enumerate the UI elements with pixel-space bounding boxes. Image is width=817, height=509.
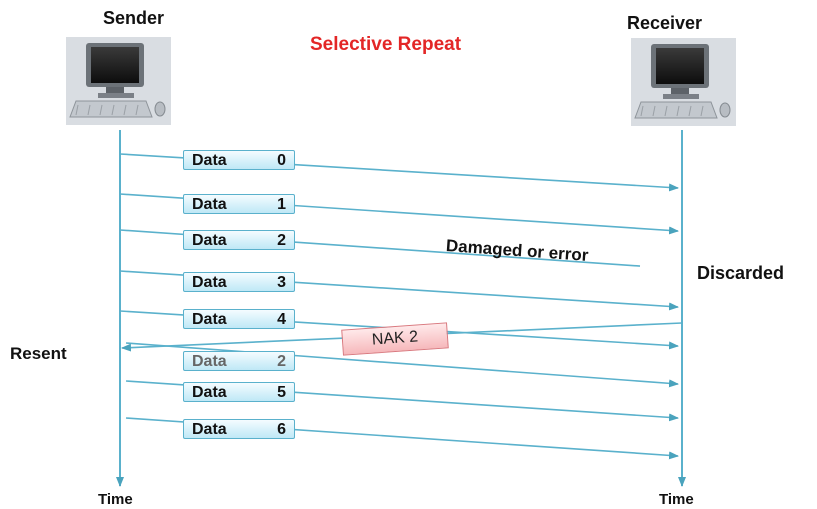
discarded-label: Discarded bbox=[697, 263, 785, 283]
monitor-stand bbox=[106, 87, 124, 95]
data-frame-1: Data 1 bbox=[183, 194, 295, 214]
frame-word: Data bbox=[192, 196, 227, 213]
data-frame-2-resent: Data 2 bbox=[183, 351, 295, 371]
keyboard-key-row bbox=[652, 105, 656, 117]
mouse bbox=[154, 101, 166, 117]
frame-word: Data bbox=[192, 232, 227, 249]
receiver-time-label: Time bbox=[659, 491, 694, 508]
data-frame-0: Data 0 bbox=[183, 150, 295, 170]
resent-label: Resent bbox=[10, 344, 67, 363]
frame-word: Data bbox=[192, 421, 227, 438]
frame-number: 6 bbox=[277, 421, 286, 438]
monitor-stand bbox=[671, 88, 689, 96]
diagram-title: Selective Repeat bbox=[310, 34, 462, 55]
sender-computer-icon bbox=[66, 37, 171, 125]
data-frame-6: Data 6 bbox=[183, 419, 295, 439]
frame-word: Data bbox=[192, 152, 227, 169]
monitor-base bbox=[663, 94, 699, 99]
keyboard-key-row bbox=[700, 105, 704, 117]
monitor-screen bbox=[656, 48, 704, 84]
frame-number: 2 bbox=[277, 353, 286, 370]
keyboard-key-row bbox=[75, 104, 79, 116]
keyboard-key-row bbox=[688, 105, 692, 117]
keyboard-key-row bbox=[135, 104, 139, 116]
data-frame-5: Data 5 bbox=[183, 382, 295, 402]
frame-word: Data bbox=[192, 274, 227, 291]
frame-number: 3 bbox=[277, 274, 286, 291]
monitor-screen bbox=[91, 47, 139, 83]
frame-number: 4 bbox=[277, 311, 286, 328]
frame-number: 0 bbox=[277, 152, 286, 169]
frame-number: 1 bbox=[277, 196, 286, 213]
data-frame-4: Data 4 bbox=[183, 309, 295, 329]
keyboard-key-row bbox=[123, 104, 127, 116]
frame-arrow-5 bbox=[125, 342, 679, 388]
monitor-base bbox=[98, 93, 134, 98]
data-frame-3: Data 3 bbox=[183, 272, 295, 292]
keyboard bbox=[69, 100, 153, 118]
keyboard-key-row bbox=[664, 105, 668, 117]
frame-word: Data bbox=[192, 384, 227, 401]
frame-number: 2 bbox=[277, 232, 286, 249]
keyboard-key-row bbox=[676, 105, 680, 117]
sender-time-label: Time bbox=[98, 491, 133, 508]
frame-number: 5 bbox=[277, 384, 286, 401]
data-frame-2: Data 2 bbox=[183, 230, 295, 250]
receiver-label: Receiver bbox=[627, 13, 703, 33]
receiver-computer-icon bbox=[631, 38, 736, 126]
frame-word: Data bbox=[192, 311, 227, 328]
mouse bbox=[719, 102, 731, 118]
keyboard-key-row bbox=[111, 104, 115, 116]
keyboard bbox=[634, 101, 718, 119]
keyboard-key-row bbox=[87, 104, 91, 116]
sender-label: Sender bbox=[103, 8, 165, 28]
keyboard-key-row bbox=[99, 104, 103, 116]
frame-word: Data bbox=[192, 353, 227, 370]
keyboard-key-row bbox=[640, 105, 644, 117]
